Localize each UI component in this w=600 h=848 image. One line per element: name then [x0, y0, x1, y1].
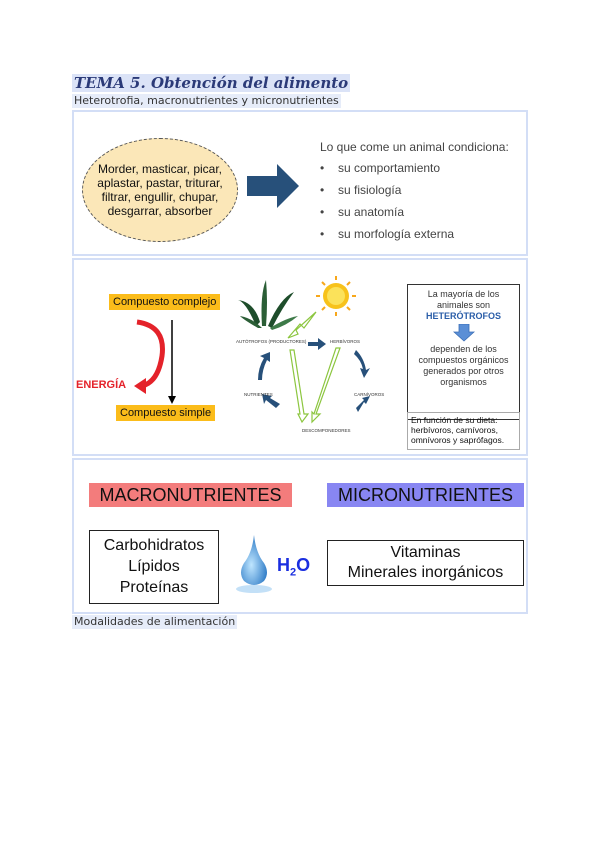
macro-item: Proteínas [119, 579, 189, 596]
section-heading-feeding-modes: Modalidades de alimentación [72, 615, 238, 629]
right-arrow-icon [247, 164, 299, 208]
macronutrients-box: Carbohidratos Lípidos Proteínas [89, 530, 219, 604]
list-item-text: su fisiología [338, 183, 402, 197]
water-h: H [277, 555, 290, 575]
page-title: TEMA 5. Obtención del alimento [72, 74, 351, 92]
heterotrophs-intro: La mayoría de los animales son [427, 289, 500, 310]
list-item: • su anatomía [320, 205, 509, 219]
water-formula: H2O [277, 555, 310, 579]
diet-intro: En función de su dieta: [411, 415, 498, 425]
nutrients-panel: MACRONUTRIENTES MICRONUTRIENTES Carbohid… [72, 458, 528, 614]
nutrients-label: NUTRIENTES [244, 392, 273, 397]
micronutrients-label: MICRONUTRIENTES [327, 483, 524, 507]
list-item-text: su comportamiento [338, 161, 441, 175]
energy-arrows [134, 319, 176, 404]
macro-item: Lípidos [128, 558, 180, 575]
feeding-conditions-panel: Morder, masticar, picar, aplastar, pasta… [72, 110, 528, 256]
heterotrophs-emphasis: HETERÓTROFOS [425, 311, 501, 321]
complex-compound-label: Compuesto complejo [109, 294, 221, 310]
down-arrow-icon [452, 324, 475, 342]
curved-arrow-icon [136, 319, 165, 389]
water-subscript: 2 [290, 566, 297, 579]
bullet-icon: • [320, 205, 325, 219]
trophic-cycle-diagram: AUTÓTROFOS (PRODUCTORES) HERBÍVOROS CARN… [236, 276, 384, 433]
energy-flow-arrows [287, 311, 341, 424]
conditions-heading: Lo que come un animal condiciona: [320, 140, 509, 154]
carnivores-label: CARNÍVOROS [354, 391, 384, 397]
producers-label: AUTÓTROFOS (PRODUCTORES) [236, 338, 307, 344]
section-subtitle: Heterotrofia, macronutrientes y micronut… [72, 94, 341, 108]
heterotrophs-explanation: dependen de los compuestos orgánicos gen… [418, 344, 509, 387]
list-item: • su fisiología [320, 183, 509, 197]
list-item-text: su anatomía [338, 205, 405, 219]
micro-item: Minerales inorgánicos [347, 564, 504, 581]
sun-icon [316, 276, 356, 316]
heterotrophy-panel: Compuesto complejo Compuesto simple ENER… [72, 258, 528, 456]
bullet-icon: • [320, 183, 325, 197]
macronutrients-label: MACRONUTRIENTES [89, 483, 292, 507]
list-item-text: su morfología externa [338, 227, 455, 241]
micronutrients-box: Vitaminas Minerales inorgánicos [327, 540, 524, 586]
energy-label: ENERGÍA [76, 379, 127, 391]
decomposers-label: DESCOMPONEDORES [302, 428, 351, 433]
plant-icon [238, 280, 298, 330]
diet-box: En función de su dieta: herbívoros, carn… [407, 412, 520, 450]
list-item: • su morfología externa [320, 227, 509, 241]
feeding-actions-text: Morder, masticar, picar, aplastar, pasta… [97, 162, 223, 218]
herbivores-label: HERBÍVOROS [330, 338, 360, 344]
bullet-icon: • [320, 161, 325, 175]
bullet-icon: • [320, 227, 325, 241]
conditions-list: Lo que come un animal condiciona: • su co… [320, 140, 509, 249]
heterotrophs-box: La mayoría de los animales son HETERÓTRO… [407, 284, 520, 420]
macro-item: Carbohidratos [103, 537, 205, 554]
cycle-arrows [258, 338, 370, 412]
list-item: • su comportamiento [320, 161, 509, 175]
water-o: O [296, 555, 311, 575]
feeding-actions-ellipse: Morder, masticar, picar, aplastar, pasta… [82, 138, 238, 242]
diet-types: herbívoros, carnívoros, omnívoros y sapr… [411, 425, 505, 445]
simple-compound-label: Compuesto simple [116, 405, 216, 421]
water-drop-icon [236, 535, 272, 593]
micro-item: Vitaminas [390, 544, 461, 561]
